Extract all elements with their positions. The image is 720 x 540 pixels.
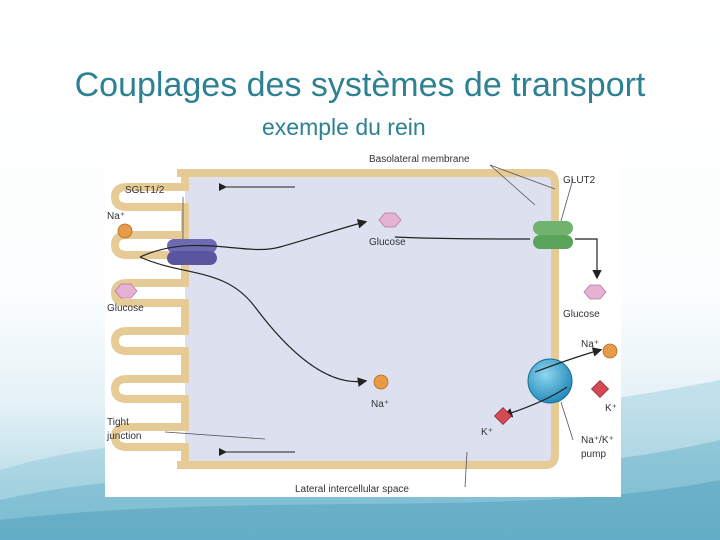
glut2-exit-arrow [575,238,602,280]
basolateral-leader-1 [489,164,536,206]
label-pump-1: Na⁺/K⁺ [581,435,614,446]
label-na-left: Na⁺ [107,211,125,222]
label-sglt: SGLT1/2 [125,185,165,196]
basolateral-leader-2 [489,164,556,190]
glut2-leader [560,178,574,222]
slide-subtitle: exemple du rein [262,114,426,140]
lateral-space-leader [464,451,468,488]
label-na-right: Na⁺ [581,339,599,350]
sodium-ion-right [602,343,618,359]
label-glut2: GLUT2 [563,175,596,186]
pump-potassium-in-arrow [502,386,568,418]
label-tight-junction-1: Tight [107,417,129,428]
label-k-center: K⁺ [481,427,493,438]
glucose-right [583,284,607,300]
label-glucose-right: Glucose [563,309,600,320]
cell-interior [185,175,551,465]
label-pump-2: pump [581,449,606,460]
pump-leader [560,401,574,441]
tight-junction-leader [164,431,266,440]
label-glucose-left: Glucose [107,303,144,314]
label-tight-junction-2: junction [106,431,141,442]
potassium-ion-center [493,406,513,426]
pump-sodium-out-arrow [534,347,603,373]
label-glucose-center: Glucose [369,237,406,248]
glucose-to-glut2-arrow [394,236,531,240]
glucose-left [114,283,138,299]
glut2-transporter [533,221,573,249]
label-lateral-space: Lateral intercellular space [295,484,409,495]
potassium-ion-right [590,379,610,399]
sglt-transporter [167,239,217,265]
apical-microvilli [110,177,189,465]
basolateral-membrane-top [177,169,559,184]
label-k-right: K⁺ [605,403,617,414]
glucose-center [378,212,402,228]
label-basolateral-membrane: Basolateral membrane [369,154,470,165]
slide-title: Couplages des systèmes de transport [74,66,646,104]
glucose-flow-arrow [139,219,368,258]
sodium-ion-left [117,223,133,239]
kidney-transport-diagram: Basolateral membrane SGLT1/2 GLUT2 Na⁺ G… [105,147,621,497]
sodium-ion-center [373,374,389,390]
sodium-flow-arrow [139,256,368,387]
basolateral-membrane-bottom [177,454,559,469]
label-na-center: Na⁺ [371,399,389,410]
